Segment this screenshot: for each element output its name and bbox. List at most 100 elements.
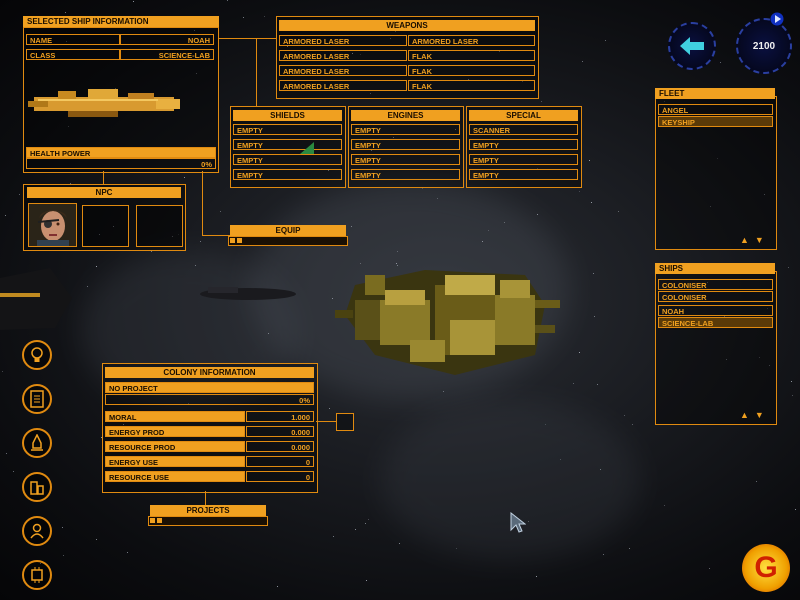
arrow-up-icon[interactable]: ▲ <box>740 410 755 420</box>
weapon-slot[interactable]: FLAK <box>408 65 535 76</box>
ships-item-selected[interactable]: SCIENCE-LAB <box>658 317 773 328</box>
class-label: CLASS <box>26 49 120 60</box>
npc-slot-empty[interactable] <box>136 205 183 247</box>
colony-row-label: MORAL <box>105 411 245 422</box>
star <box>605 40 606 41</box>
credits-display: 2100 <box>736 18 792 74</box>
arrow-up-icon[interactable]: ▲ <box>740 235 755 245</box>
buildings-button[interactable] <box>22 472 52 502</box>
star <box>332 298 333 299</box>
star <box>13 471 14 472</box>
star <box>133 1 134 2</box>
colony-link-box[interactable] <box>336 413 354 431</box>
star <box>87 286 88 287</box>
connector-line <box>202 171 203 236</box>
distant-ship[interactable] <box>0 268 72 332</box>
star <box>488 230 489 231</box>
star <box>624 415 625 416</box>
star <box>268 333 269 334</box>
building-icon <box>30 481 44 495</box>
star <box>709 568 710 569</box>
shields-title: SHIELDS <box>233 110 342 121</box>
star <box>579 352 580 353</box>
ship-3d-view[interactable] <box>335 245 565 385</box>
weapon-slot[interactable]: ARMORED LASER <box>279 35 407 46</box>
shield-slot[interactable]: EMPTY <box>233 169 342 180</box>
equip-button[interactable]: EQUIP <box>230 225 346 236</box>
health-power-label: HEALTH POWER <box>26 147 216 158</box>
npc-slot-portrait[interactable] <box>28 203 77 247</box>
chip-icon <box>31 567 43 583</box>
arrow-down-icon[interactable]: ▼ <box>754 410 770 420</box>
health-power-bar: 0% <box>26 158 216 169</box>
tech-button[interactable] <box>22 560 52 590</box>
engine-slot[interactable]: EMPTY <box>351 124 460 135</box>
star <box>537 214 538 215</box>
class-value: SCIENCE-LAB <box>120 49 214 60</box>
connector-line <box>256 38 257 106</box>
star <box>504 222 505 223</box>
special-slot[interactable]: EMPTY <box>469 139 578 150</box>
colony-row-label: ENERGY USE <box>105 456 245 467</box>
log-button[interactable] <box>22 384 52 414</box>
star <box>579 191 580 192</box>
star <box>329 408 330 409</box>
star <box>200 241 201 242</box>
colony-row-value: 0.000 <box>246 441 314 452</box>
back-button[interactable] <box>668 22 716 70</box>
people-button[interactable] <box>22 516 52 546</box>
star <box>351 226 352 227</box>
colony-title: COLONY INFORMATION <box>105 367 314 378</box>
distant-ship[interactable] <box>198 283 298 305</box>
star <box>456 548 457 549</box>
star <box>792 395 793 396</box>
star <box>437 198 438 199</box>
engine-slot[interactable]: EMPTY <box>351 169 460 180</box>
weapon-slot[interactable]: ARMORED LASER <box>408 35 535 46</box>
weapon-slot[interactable]: FLAK <box>408 50 535 61</box>
npc-slot-empty[interactable] <box>82 205 129 247</box>
star <box>632 424 633 425</box>
colony-project[interactable]: NO PROJECT <box>105 382 314 393</box>
star <box>443 391 444 392</box>
selected-ship-image <box>28 89 180 117</box>
ships-button[interactable] <box>22 428 52 458</box>
ships-item[interactable]: COLONISER <box>658 291 773 302</box>
connector-line <box>218 38 276 39</box>
star <box>2 371 3 372</box>
star <box>127 552 128 553</box>
projects-button[interactable]: PROJECTS <box>150 505 266 516</box>
star <box>63 555 64 556</box>
weapon-slot[interactable]: ARMORED LASER <box>279 80 407 91</box>
weapon-slot[interactable]: ARMORED LASER <box>279 50 407 61</box>
shield-slot[interactable]: EMPTY <box>233 124 342 135</box>
arrow-down-icon[interactable]: ▼ <box>754 235 770 245</box>
engines-title: ENGINES <box>351 110 460 121</box>
star <box>62 527 63 528</box>
fleet-item[interactable]: ANGEL <box>658 104 773 115</box>
ships-item[interactable]: COLONISER <box>658 279 773 290</box>
name-label: NAME <box>26 34 120 45</box>
weapon-slot[interactable]: FLAK <box>408 80 535 91</box>
special-slot[interactable]: EMPTY <box>469 169 578 180</box>
fleet-scroll-arrows[interactable]: ▲▼ <box>740 235 770 245</box>
star <box>791 381 792 382</box>
colony-project-progress: 0% <box>105 394 314 405</box>
npc-portrait-avatar <box>29 204 76 246</box>
play-icon[interactable] <box>770 12 784 26</box>
shield-slot[interactable]: EMPTY <box>233 154 342 165</box>
special-slot[interactable]: SCANNER <box>469 124 578 135</box>
star <box>6 453 7 454</box>
ships-scroll-arrows[interactable]: ▲▼ <box>740 410 770 420</box>
ships-item[interactable]: NOAH <box>658 305 773 316</box>
fleet-item-selected[interactable]: KEYSHIP <box>658 116 773 127</box>
special-slot[interactable]: EMPTY <box>469 154 578 165</box>
star <box>366 580 367 581</box>
arrow-left-icon <box>680 37 704 55</box>
engine-slot[interactable]: EMPTY <box>351 154 460 165</box>
shield-slot[interactable]: EMPTY <box>233 139 342 150</box>
research-button[interactable] <box>22 340 52 370</box>
engine-slot[interactable]: EMPTY <box>351 139 460 150</box>
drag-cursor-icon <box>300 142 314 154</box>
weapon-slot[interactable]: ARMORED LASER <box>279 65 407 76</box>
